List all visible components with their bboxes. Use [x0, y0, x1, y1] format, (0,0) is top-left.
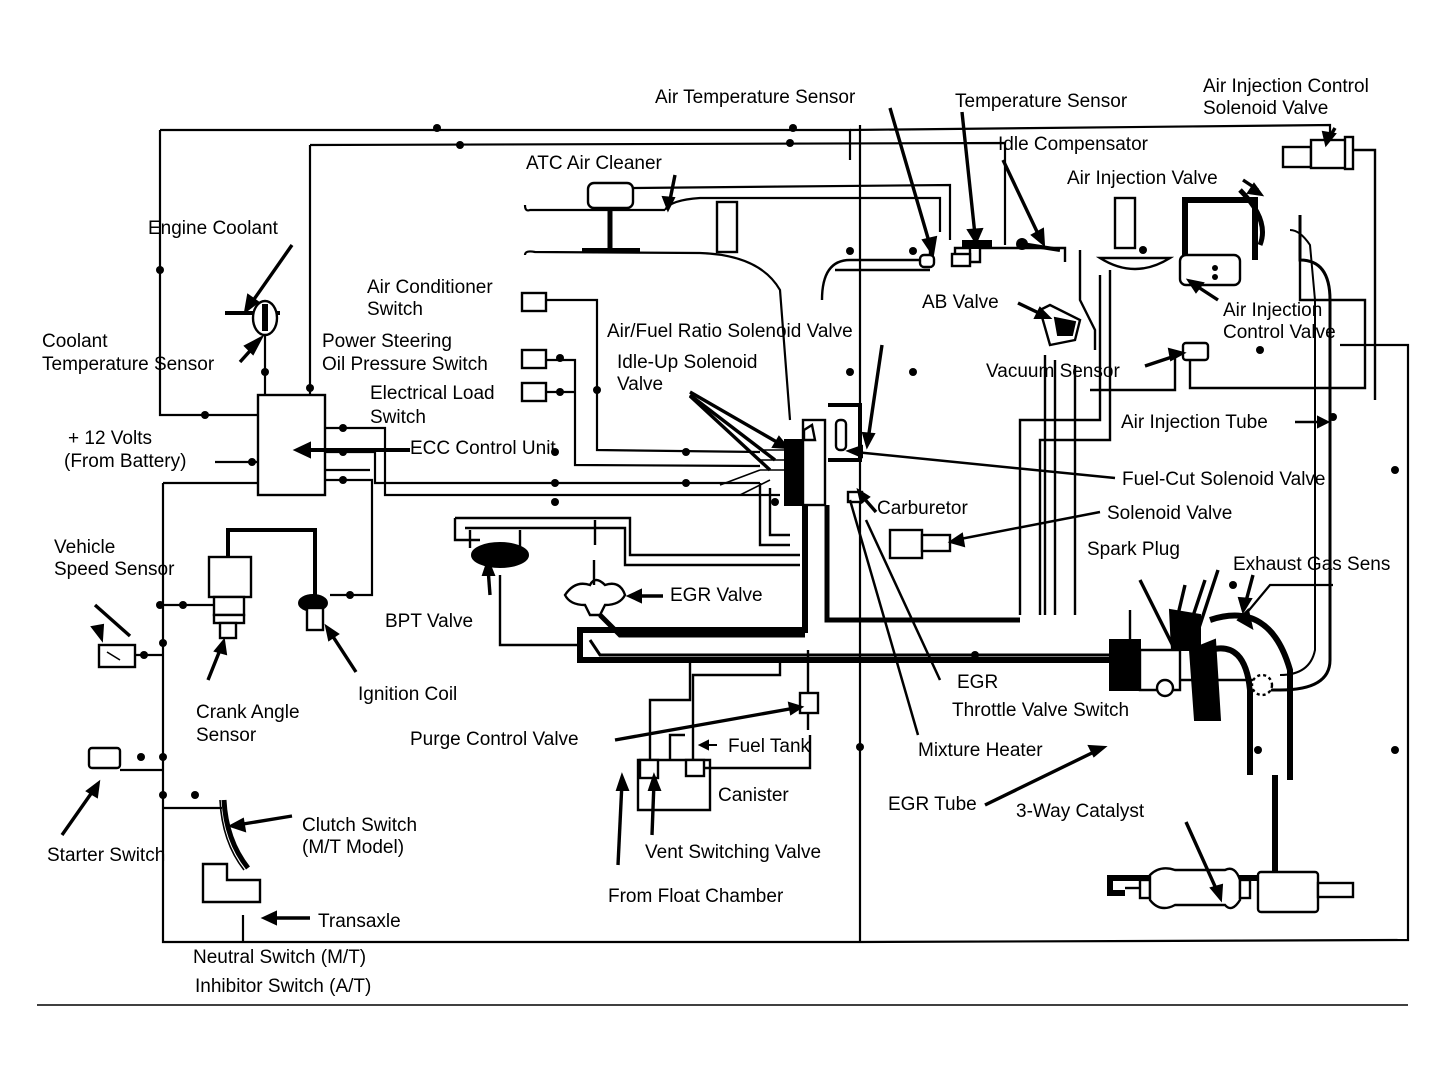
label-bpt-valve: BPT Valve — [385, 611, 473, 632]
label-power-steering-switch-1: Power Steering — [322, 331, 452, 352]
power-steering-switch-icon — [520, 348, 548, 370]
label-mixture-heater: Mixture Heater — [918, 740, 1043, 761]
junction-dots — [137, 124, 1399, 799]
label-air-temperature-sensor: Air Temperature Sensor — [655, 87, 856, 108]
label-inhibitor-switch: Inhibitor Switch (A/T) — [195, 976, 371, 997]
label-coolant-temperature-sensor-1: Coolant — [42, 331, 108, 352]
label-power-steering-switch-2: Oil Pressure Switch — [322, 354, 488, 375]
spark-plug-icon — [1138, 569, 1220, 651]
ecc-control-unit-box — [256, 393, 327, 497]
label-air-injection-tube: Air Injection Tube — [1121, 412, 1268, 433]
intake-manifold — [453, 483, 1260, 682]
air-conditioner-switch-icon — [520, 291, 548, 313]
label-air-injection-control-valve-2: Control Valve — [1223, 322, 1336, 343]
pointer-arrows — [60, 107, 1337, 926]
label-coolant-temperature-sensor-2: Temperature Sensor — [42, 354, 215, 375]
label-egr-valve: EGR Valve — [670, 585, 763, 606]
solenoid-valve-icon — [888, 528, 952, 560]
temperature-sensor-icon — [950, 240, 992, 268]
label-engine-coolant: Engine Coolant — [148, 218, 279, 239]
clutch-switch-icon — [219, 799, 250, 871]
label-carburetor: Carburetor — [877, 498, 968, 519]
air-injection-control-valve-icon — [1178, 253, 1242, 287]
label-solenoid-valve: Solenoid Valve — [1107, 503, 1232, 524]
canister-icon — [636, 660, 812, 812]
label-air-conditioner-switch-1: Air Conditioner — [367, 277, 493, 298]
label-plus-12-volts-2: (From Battery) — [64, 451, 186, 472]
label-air-injection-valve: Air Injection Valve — [1067, 168, 1218, 189]
air-temperature-sensor-icon — [918, 253, 936, 269]
labels: Air Temperature Sensor Temperature Senso… — [42, 76, 1390, 997]
egr-valve-icon — [563, 560, 627, 617]
label-vehicle-speed-sensor-1: Vehicle — [54, 537, 115, 558]
ignition-coil-icon — [298, 594, 328, 632]
label-idle-up-solenoid-valve-1: Idle-Up Solenoid — [617, 352, 757, 373]
label-egr: EGR — [957, 672, 998, 693]
label-ignition-coil: Ignition Coil — [358, 684, 457, 705]
label-idle-up-solenoid-valve-2: Valve — [617, 374, 663, 395]
label-vacuum-sensor: Vacuum Sensor — [986, 361, 1120, 382]
label-neutral-switch: Neutral Switch (M/T) — [193, 947, 366, 968]
engine-cylinder-icon — [1109, 638, 1222, 721]
ab-valve-icon — [1038, 303, 1082, 347]
label-electrical-load-switch-1: Electrical Load — [370, 383, 495, 404]
label-egr-tube: EGR Tube — [888, 794, 977, 815]
label-exhaust-gas-sensor: Exhaust Gas Sens — [1233, 554, 1390, 575]
label-ab-valve: AB Valve — [922, 292, 999, 313]
label-starter-switch: Starter Switch — [47, 845, 165, 866]
crank-angle-sensor-icon — [207, 528, 317, 640]
label-vehicle-speed-sensor-2: Speed Sensor — [54, 559, 175, 580]
carburetor-icon — [801, 403, 862, 507]
label-from-float-chamber: From Float Chamber — [608, 886, 784, 907]
label-clutch-switch-1: Clutch Switch — [302, 815, 417, 836]
label-crank-angle-sensor-1: Crank Angle — [196, 702, 300, 723]
label-clutch-switch-2: (M/T Model) — [302, 837, 404, 858]
label-vent-switching-valve: Vent Switching Valve — [645, 842, 821, 863]
label-canister: Canister — [718, 785, 789, 806]
vehicle-speed-sensor-icon — [97, 643, 137, 669]
label-plus-12-volts-1: + 12 Volts — [68, 428, 152, 449]
coolant-temperature-sensor-icon — [225, 299, 280, 337]
purge-control-valve-icon — [798, 650, 820, 730]
electrical-load-switch-icon — [520, 381, 548, 403]
label-spark-plug: Spark Plug — [1087, 539, 1180, 560]
label-atc-air-cleaner: ATC Air Cleaner — [526, 153, 663, 174]
starter-switch-icon — [87, 746, 122, 770]
label-air-injection-control-solenoid-valve-1: Air Injection Control — [1203, 76, 1369, 97]
bpt-valve-icon — [468, 530, 529, 568]
air-injection-valve-icon — [1095, 188, 1265, 271]
vacuum-sensor-icon — [1181, 341, 1210, 362]
atc-air-cleaner-icon — [523, 181, 952, 421]
label-ecc-control-unit: ECC Control Unit — [410, 438, 556, 459]
label-air-injection-control-valve-1: Air Injection — [1223, 300, 1322, 321]
air-injection-tube — [1262, 215, 1332, 692]
label-purge-control-valve: Purge Control Valve — [410, 729, 579, 750]
label-air-injection-control-solenoid-valve-2: Solenoid Valve — [1203, 98, 1328, 119]
label-transaxle: Transaxle — [318, 911, 401, 932]
exhaust-gas-sensor-icon — [1236, 583, 1333, 630]
label-electrical-load-switch-2: Switch — [370, 407, 426, 428]
label-three-way-catalyst: 3-Way Catalyst — [1016, 801, 1145, 822]
label-idle-compensator: Idle Compensator — [998, 134, 1149, 155]
vacuum-hoses — [820, 148, 1377, 615]
transaxle-icon — [201, 862, 262, 904]
label-fuel-tank: Fuel Tank — [728, 736, 811, 757]
label-air-conditioner-switch-2: Switch — [367, 299, 423, 320]
label-temperature-sensor: Temperature Sensor — [955, 91, 1128, 112]
idle-compensator-icon — [1016, 238, 1061, 252]
label-throttle-valve-switch: Throttle Valve Switch — [952, 700, 1129, 721]
label-crank-angle-sensor-2: Sensor — [196, 725, 257, 746]
label-fuel-cut-solenoid-valve: Fuel-Cut Solenoid Valve — [1122, 469, 1325, 490]
three-way-catalyst-icon — [1125, 867, 1355, 914]
label-air-fuel-ratio-solenoid-valve: Air/Fuel Ratio Solenoid Valve — [607, 321, 853, 342]
exhaust-manifold — [1107, 612, 1293, 896]
air-injection-control-solenoid-valve-icon — [1281, 135, 1355, 171]
